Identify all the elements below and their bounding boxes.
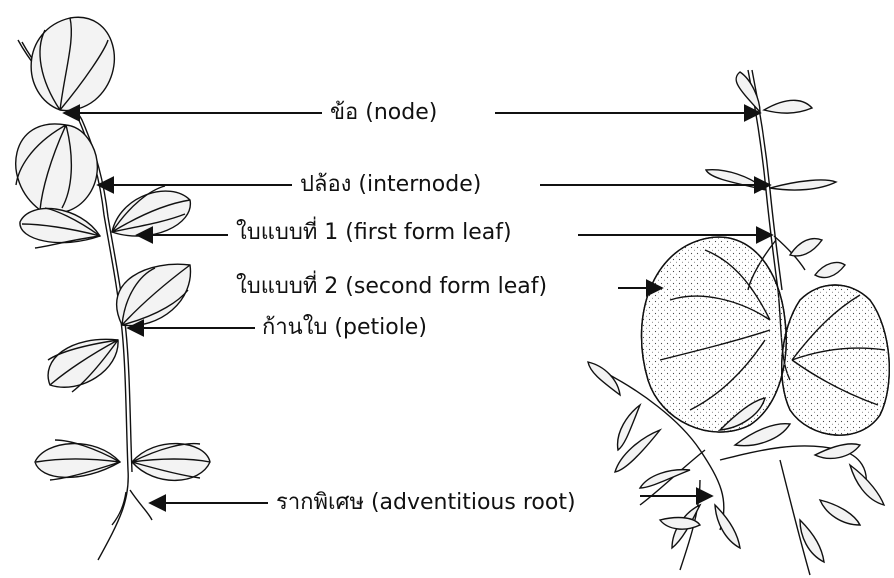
right-leaf-big-right	[781, 284, 891, 436]
label-internode: ปล้อง (internode)	[300, 172, 482, 197]
label-node: ข้อ (node)	[330, 100, 438, 125]
left-leaf-1	[30, 16, 116, 112]
label-first-form-leaf: ใบแบบที่ 1 (first form leaf)	[236, 220, 512, 245]
right-leaf-big-left	[640, 236, 787, 433]
right-plant	[587, 69, 891, 576]
arrows	[62, 104, 774, 512]
label-adventitious-root: รากพิเศษ (adventitious root)	[276, 490, 576, 515]
left-leaf-8	[131, 442, 211, 482]
left-root	[111, 489, 153, 526]
left-stem	[17, 39, 129, 561]
left-leaf-5	[115, 263, 192, 327]
left-leaf-7	[34, 439, 122, 481]
left-plant	[15, 16, 211, 561]
label-petiole: ก้านใบ (petiole)	[262, 315, 427, 340]
left-leaf-2	[15, 123, 98, 214]
label-second-form-leaf: ใบแบบที่ 2 (second form leaf)	[236, 274, 548, 299]
left-leaf-6	[47, 338, 119, 393]
left-leaf-4	[111, 185, 191, 237]
left-leaf-3	[19, 207, 102, 249]
